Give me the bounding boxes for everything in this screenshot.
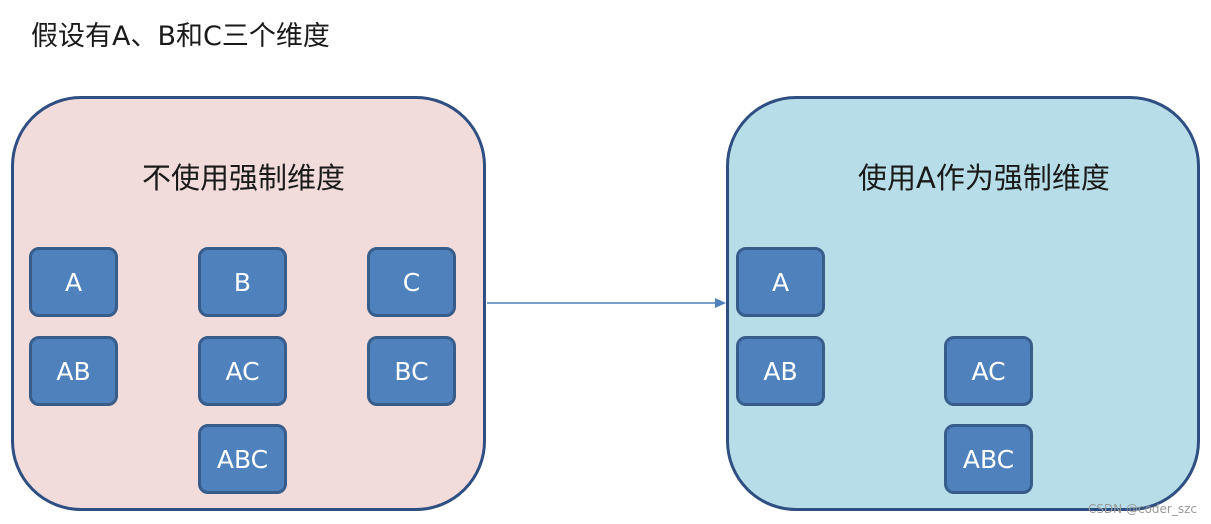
right-panel-title: 使用A作为强制维度 (858, 161, 1110, 195)
left-box-ab: AB (29, 336, 118, 406)
right-box-a: A (736, 247, 825, 317)
right-box-ac: AC (944, 336, 1033, 406)
left-box-c: C (367, 247, 456, 317)
left-box-abc: ABC (198, 424, 287, 494)
left-box-ac: AC (198, 336, 287, 406)
left-box-b: B (198, 247, 287, 317)
left-panel-title: 不使用强制维度 (142, 161, 346, 195)
watermark: CSDN @coder_szc (1087, 502, 1197, 516)
arrow-head (715, 298, 726, 308)
left-box-bc: BC (367, 336, 456, 406)
right-box-ab: AB (736, 336, 825, 406)
diagram-title: 假设有A、B和C三个维度 (31, 21, 330, 52)
right-box-abc: ABC (944, 424, 1033, 494)
left-box-a: A (29, 247, 118, 317)
